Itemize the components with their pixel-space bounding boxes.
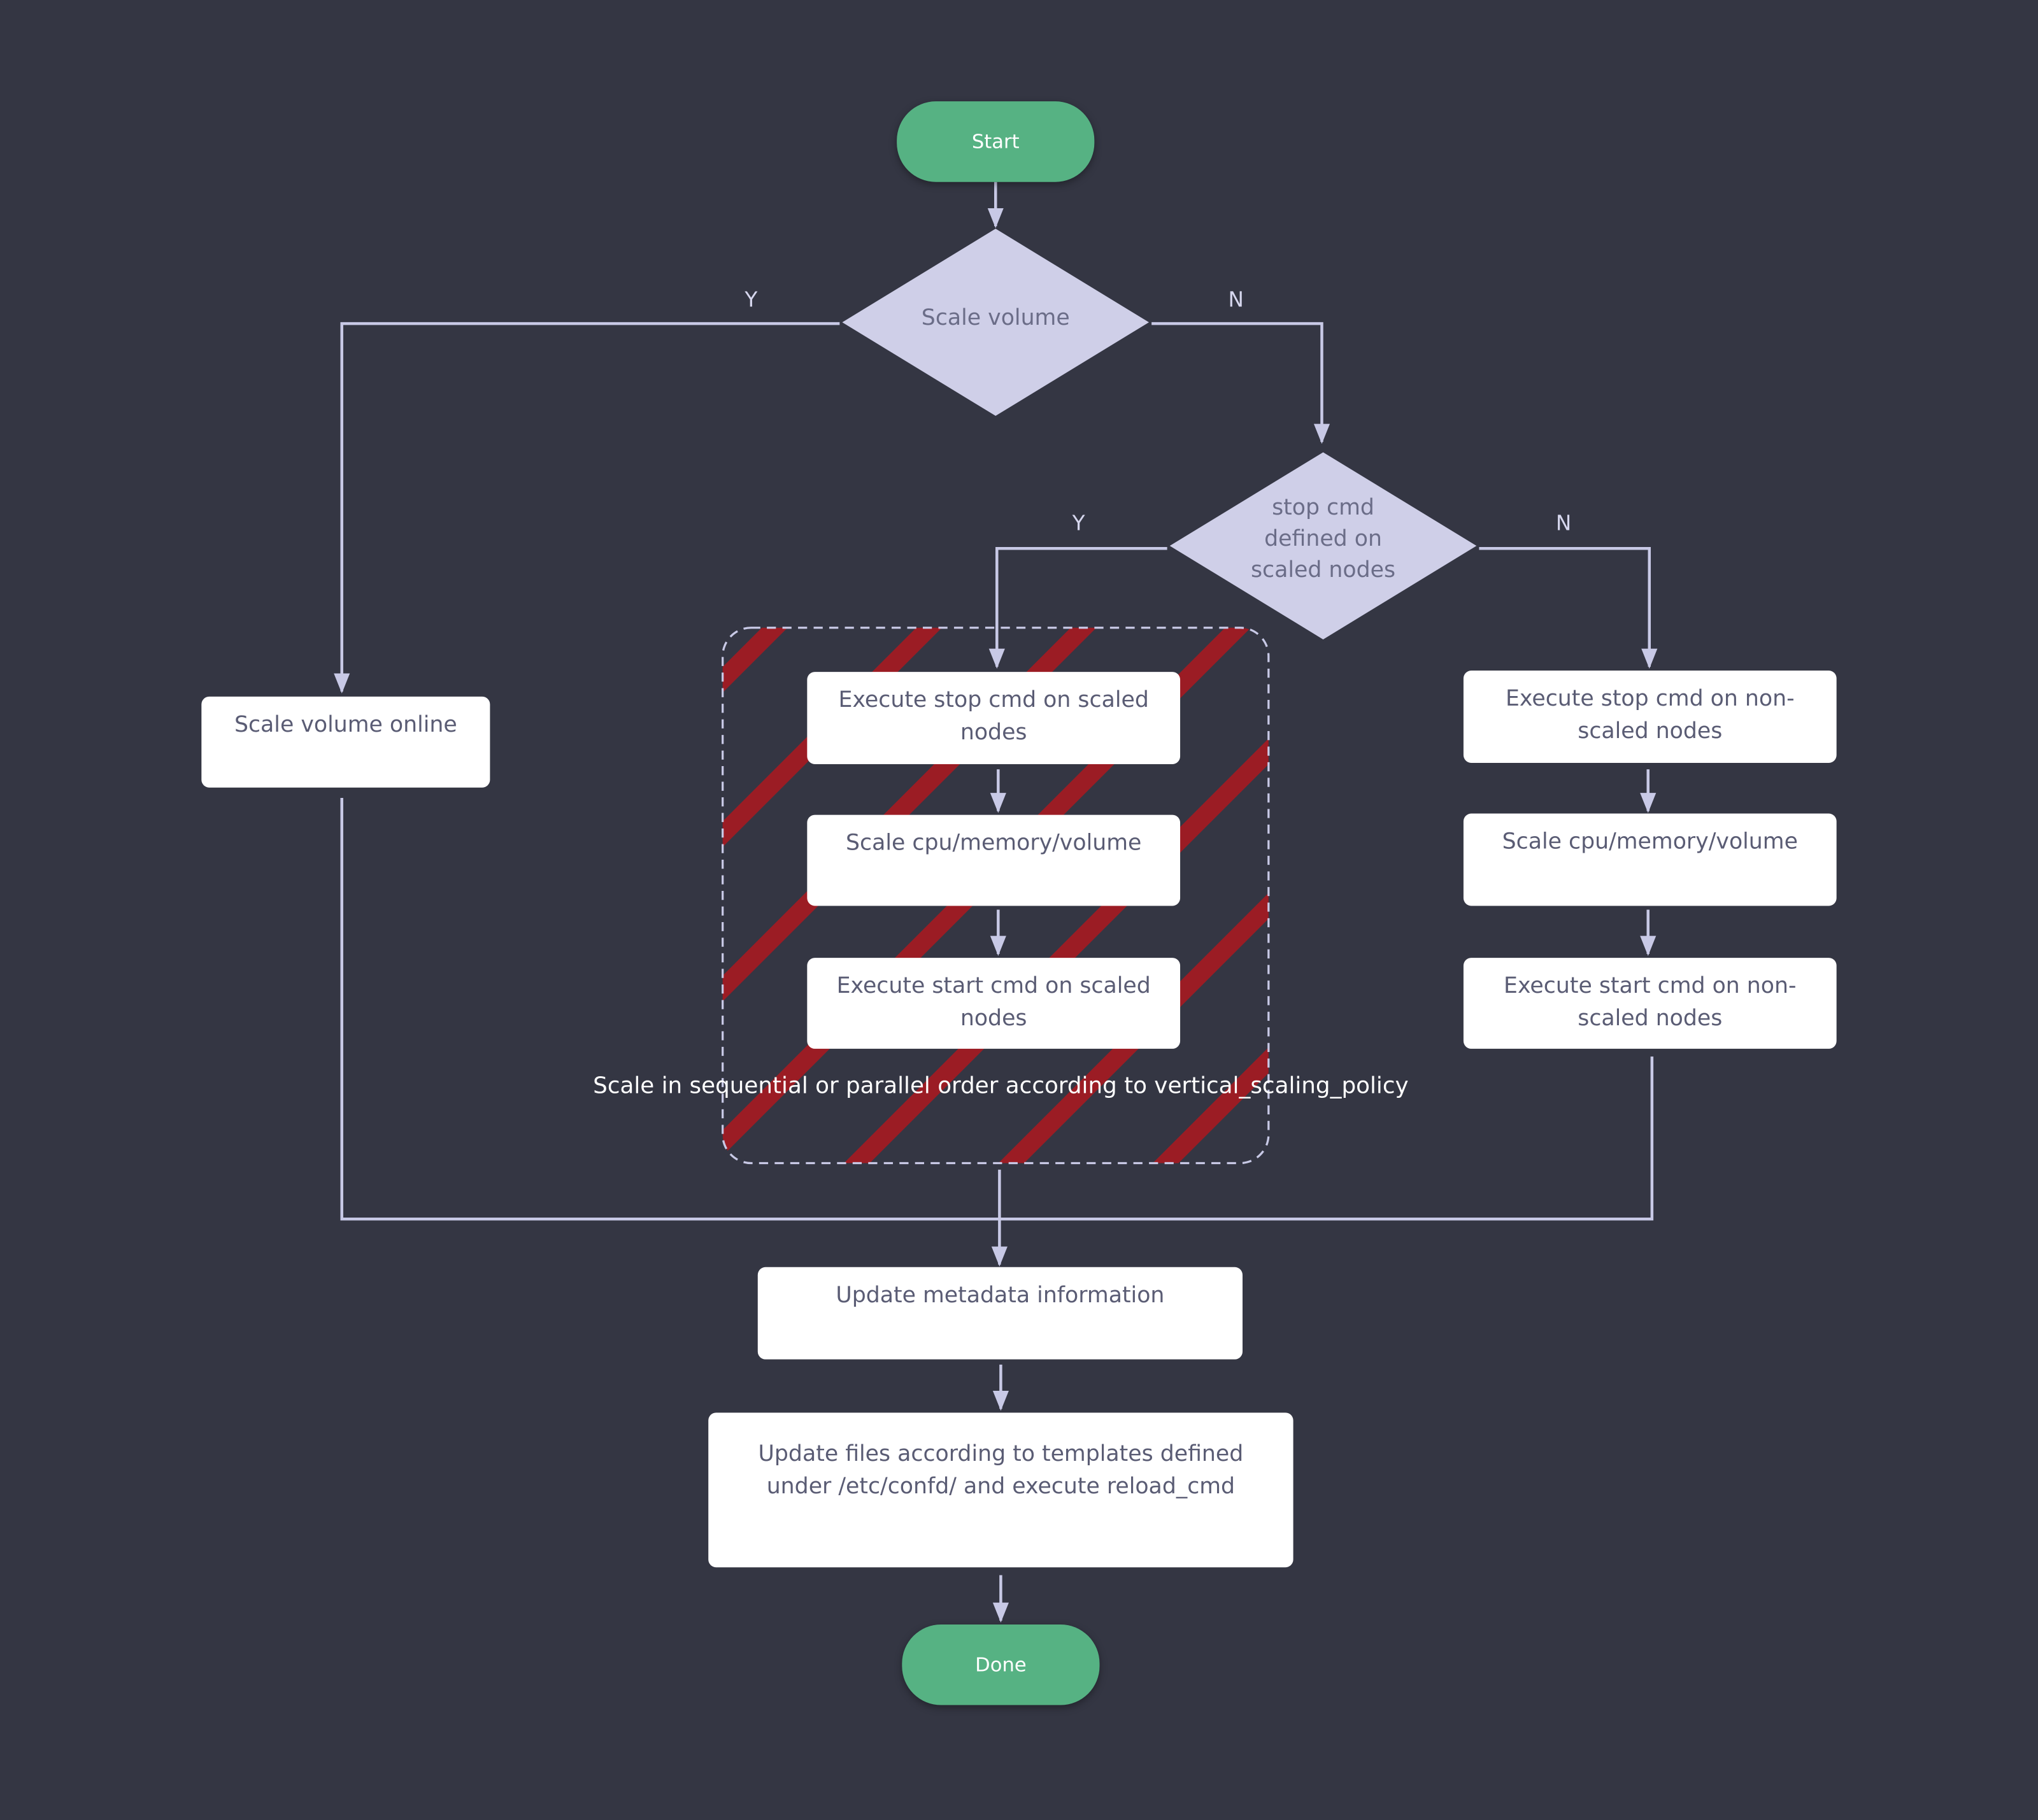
group-note: Scale in sequential or parallel order ac… xyxy=(593,1073,1409,1100)
exec-start-non-scaled-label: Execute start cmd on non-scaled nodes xyxy=(1504,973,1797,1032)
scale-volume-online-label: Scale volume online xyxy=(234,712,457,739)
stop-cmd-label: stop cmd defined on scaled nodes xyxy=(1250,495,1396,584)
scale-cpu-non-scaled-label: Scale cpu/memory/volume xyxy=(1502,829,1798,855)
scale-cpu-scaled-box: Scale cpu/memory/volume xyxy=(807,814,1181,906)
exec-stop-scaled-box: Execute stop cmd on scaled nodes xyxy=(807,672,1181,764)
exec-stop-non-scaled-label: Execute stop cmd on non-scaled nodes xyxy=(1505,686,1795,745)
scale-volume-diamond xyxy=(842,229,1150,416)
exec-start-scaled-label: Execute start cmd on scaled nodes xyxy=(836,973,1151,1032)
edge-label-stop-no: N xyxy=(1555,511,1572,536)
edge-label-volume-yes: Y xyxy=(745,287,758,312)
start-node: Start xyxy=(897,101,1095,182)
edge-stop-yes xyxy=(988,546,1167,669)
scale-volume-label: Scale volume xyxy=(921,305,1070,332)
scale-volume-decision: Scale volume xyxy=(879,296,1113,340)
exec-start-non-scaled-box: Execute start cmd on non-scaled nodes xyxy=(1463,958,1837,1049)
stop-cmd-diamond xyxy=(1169,452,1477,640)
edge-stop-no xyxy=(1479,546,1658,669)
edge-label-volume-no: N xyxy=(1228,287,1244,312)
exec-stop-non-scaled-box: Execute stop cmd on non-scaled nodes xyxy=(1463,671,1837,763)
edge-non-scaled-to-merge xyxy=(999,1056,1654,1221)
update-metadata-label: Update metadata information xyxy=(836,1283,1165,1309)
exec-start-scaled-box: Execute start cmd on scaled nodes xyxy=(807,958,1181,1049)
edge-online-to-merge xyxy=(340,798,1000,1221)
edge-volume-yes xyxy=(334,322,840,693)
done-label: Done xyxy=(975,1653,1027,1677)
exec-stop-scaled-label: Execute stop cmd on scaled nodes xyxy=(838,687,1149,746)
update-metadata-box: Update metadata information xyxy=(757,1267,1243,1360)
done-node: Done xyxy=(902,1624,1100,1705)
scale-cpu-scaled-label: Scale cpu/memory/volume xyxy=(846,830,1142,857)
update-files-box: Update files according to templates defi… xyxy=(708,1412,1293,1568)
scale-volume-online-box: Scale volume online xyxy=(201,696,490,788)
scale-cpu-non-scaled-box: Scale cpu/memory/volume xyxy=(1463,813,1837,906)
start-label: Start xyxy=(971,130,1020,153)
stop-cmd-decision: stop cmd defined on scaled nodes xyxy=(1232,491,1414,587)
edge-label-stop-yes: Y xyxy=(1072,511,1085,536)
update-files-label: Update files according to templates defi… xyxy=(758,1441,1244,1500)
edge-volume-no xyxy=(1151,322,1330,444)
